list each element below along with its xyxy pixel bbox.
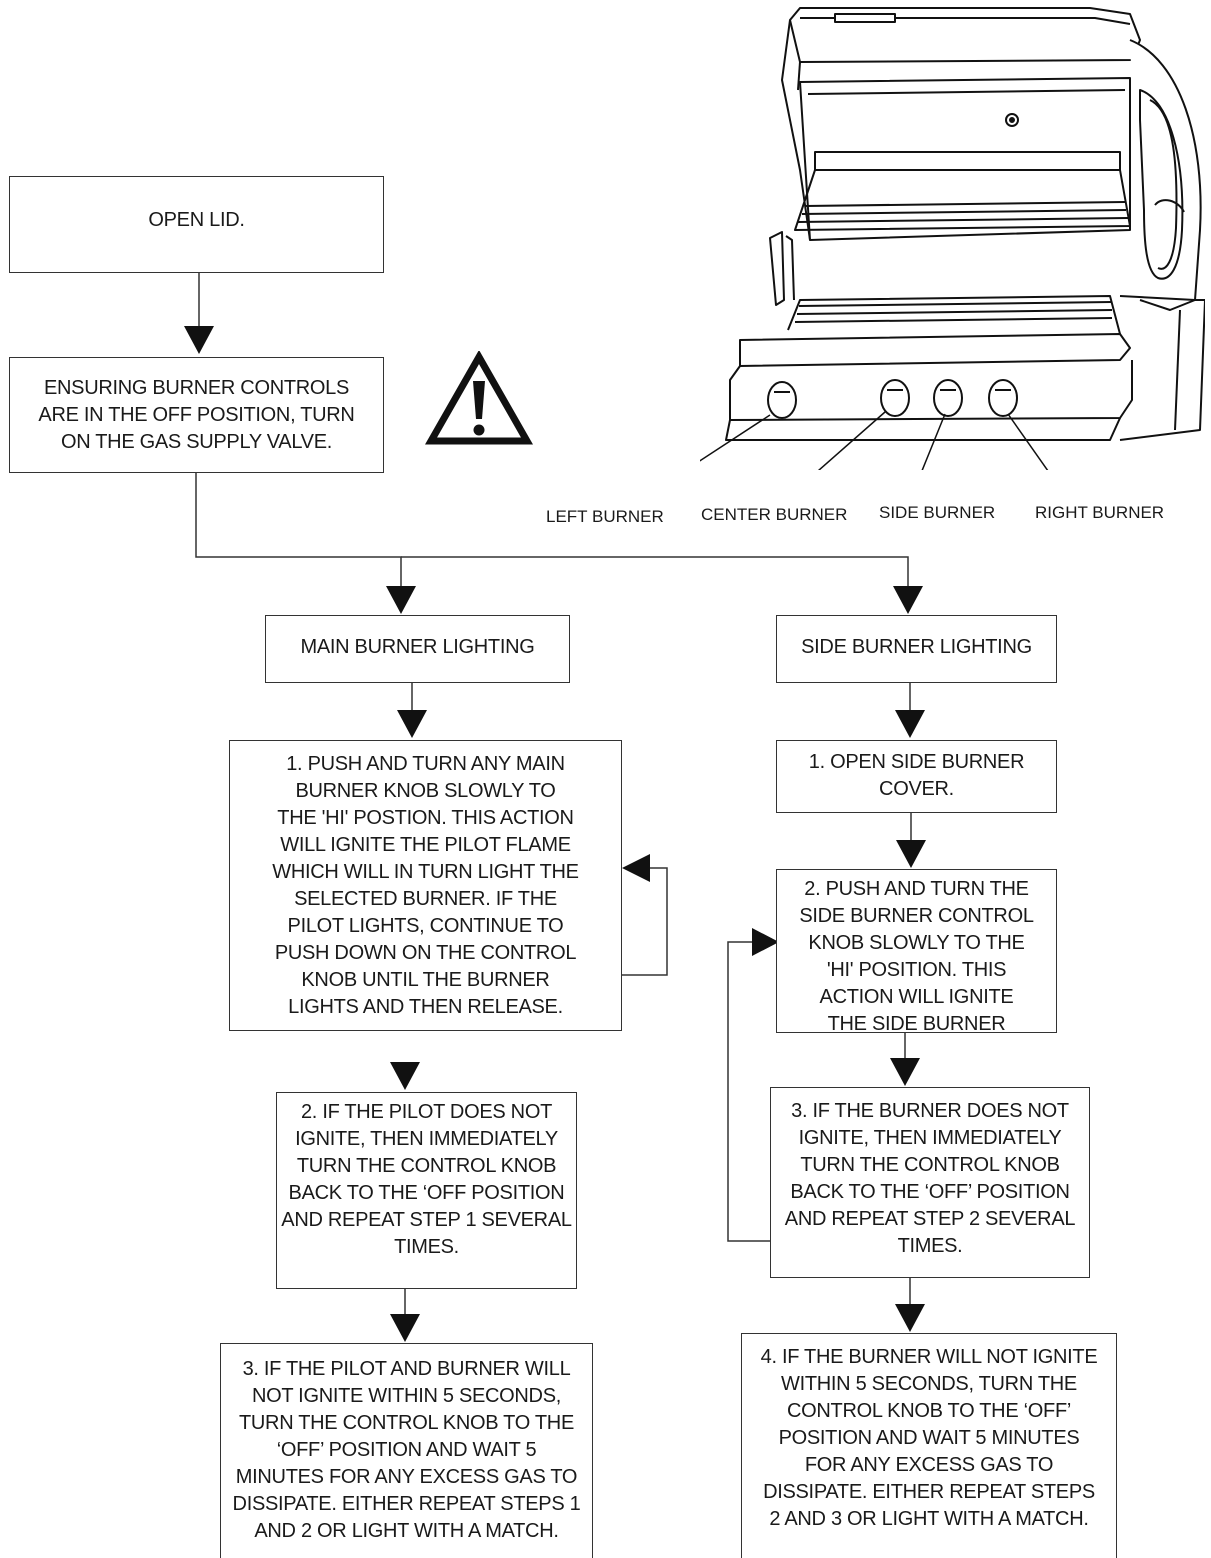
- main-step-2: 2. IF THE PILOT DOES NOT IGNITE, THEN IM…: [276, 1092, 577, 1289]
- label-side-burner: SIDE BURNER: [879, 503, 996, 522]
- main-step-1-text: 1. PUSH AND TURN ANY MAIN BURNER KNOB SL…: [229, 740, 622, 1031]
- side-step-3: 3. IF THE BURNER DOES NOT IGNITE, THEN I…: [770, 1087, 1090, 1278]
- label-left-burner: LEFT BURNER: [546, 507, 664, 526]
- side-step-4: 4. IF THE BURNER WILL NOT IGNITE WITHIN …: [741, 1333, 1117, 1558]
- side-burner-lighting-title: SIDE BURNER LIGHTING: [776, 615, 1057, 683]
- open-lid-text: OPEN LID.: [148, 209, 245, 231]
- warning-triangle-icon: [425, 351, 533, 445]
- label-center-burner: CENTER BURNER: [701, 505, 848, 524]
- side-step-2: 2. PUSH AND TURN THE SIDE BURNER CONTROL…: [776, 869, 1057, 1035]
- step-ensure-controls-off: ENSURING BURNER CONTROLS ARE IN THE OFF …: [9, 357, 384, 473]
- side-step-1: 1. OPEN SIDE BURNER COVER.: [776, 740, 1057, 813]
- grill-illustration: [700, 7, 1205, 470]
- label-right-burner: RIGHT BURNER: [1035, 503, 1165, 522]
- main-burner-lighting-title: MAIN BURNER LIGHTING: [265, 615, 570, 683]
- step-open-lid: OPEN LID.: [9, 176, 384, 273]
- main-step-3: 3. IF THE PILOT AND BURNER WILL NOT IGNI…: [220, 1343, 593, 1558]
